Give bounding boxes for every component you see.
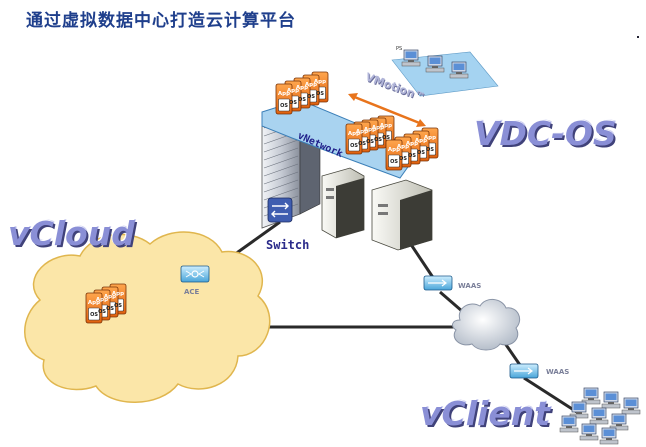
waas-label-2: WAAS xyxy=(546,368,570,376)
vm-os-label: OS xyxy=(106,306,114,312)
workstation-icon xyxy=(559,387,641,445)
waas-device-icon xyxy=(423,275,453,291)
vm-os-label: OS xyxy=(374,137,382,143)
ace-label: ACE xyxy=(184,288,200,296)
vm-os-label: OS xyxy=(426,147,434,153)
ps-workstations-icon xyxy=(391,49,499,97)
vm-app-label: App xyxy=(380,123,392,129)
vm-os-label: OS xyxy=(408,153,416,159)
page-title: 通过虚拟数据中心打造云计算平台 xyxy=(26,11,296,31)
ps-label: PS xyxy=(396,46,403,52)
vm-os-label: OS xyxy=(417,150,425,156)
vm-app-label: App xyxy=(287,88,299,94)
wan-cloud-icon xyxy=(452,299,521,351)
vm-app-label: App xyxy=(388,147,400,153)
vm-os-label: OS xyxy=(289,100,297,106)
vm-app-label: App xyxy=(305,82,317,88)
vm-app-label: App xyxy=(348,131,360,137)
vm-app-label: App xyxy=(397,144,409,150)
vm-os-label: OS xyxy=(350,143,358,149)
vm-app-label: App xyxy=(278,91,290,97)
vm-app-label: App xyxy=(314,79,326,85)
vcloud-label: vCloud xyxy=(8,214,135,253)
vm-app-label: App xyxy=(296,85,308,91)
vm-os-label: OS xyxy=(307,94,315,100)
vm-app-label: App xyxy=(424,135,436,141)
vm-os-label: OS xyxy=(399,156,407,162)
vcloud-cloud-icon xyxy=(24,231,271,403)
vm-app-label: App xyxy=(364,127,376,133)
vm-app-label: App xyxy=(372,125,384,131)
vmotion-arrow-icon xyxy=(348,93,426,127)
vm-os-label: OS xyxy=(358,141,366,147)
vdc-os-label: VDC-OS xyxy=(474,114,617,153)
vm-os-label: OS xyxy=(98,309,106,315)
corner-dot xyxy=(637,36,639,38)
vm-app-label: App xyxy=(406,141,418,147)
vm-app-label: App xyxy=(96,297,108,303)
switch-label: Switch xyxy=(266,238,310,252)
vm-os-label: OS xyxy=(316,91,324,97)
vm-os-label: OS xyxy=(90,312,98,318)
vclient-label: vClient xyxy=(420,394,551,433)
switch-icon xyxy=(267,197,293,223)
ace-device-icon xyxy=(180,265,210,283)
vm-app-label: App xyxy=(104,294,116,300)
waas-label-1: WAAS xyxy=(458,282,482,290)
vm-os-label: OS xyxy=(114,303,122,309)
vm-os-label: OS xyxy=(280,103,288,109)
link-waas2-clients xyxy=(523,376,581,416)
vm-os-label: OS xyxy=(366,139,374,145)
vm-app-label: App xyxy=(356,129,368,135)
tower-server-icon xyxy=(371,179,433,251)
waas-device-icon xyxy=(509,363,539,379)
vm-os-label: OS xyxy=(390,159,398,165)
vm-os-label: OS xyxy=(298,97,306,103)
tower-server-icon xyxy=(321,167,365,239)
vm-app-label: App xyxy=(88,300,100,306)
vm-os-label: OS xyxy=(382,135,390,141)
vm-app-label: App xyxy=(112,291,124,297)
vm-app-label: App xyxy=(415,138,427,144)
